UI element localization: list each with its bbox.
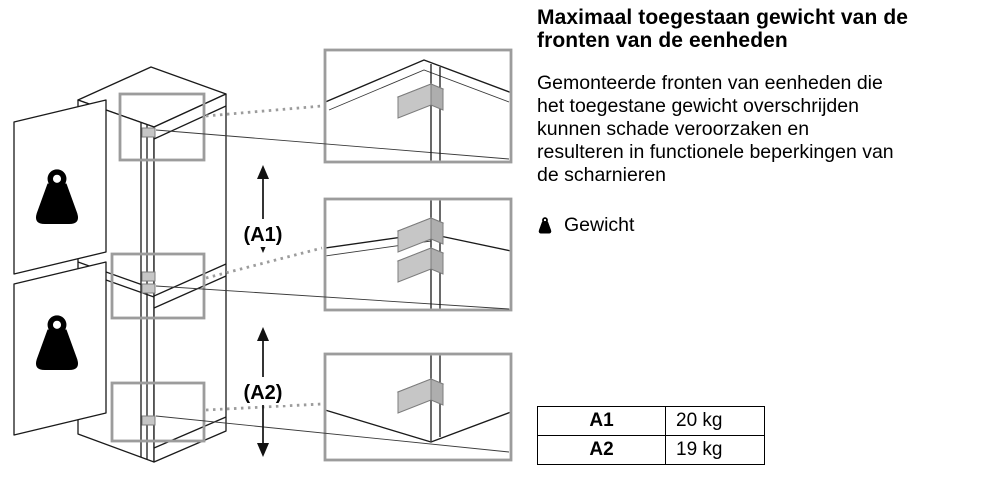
highlight-box-top [118, 92, 206, 162]
weight-limit-table: A1 20 kg A2 19 kg [537, 406, 765, 465]
dimension-a1: (A1) [240, 165, 287, 253]
weight-legend: Gewicht [537, 214, 977, 237]
door-panel-top [13, 99, 107, 275]
dimension-a2-label: (A2) [244, 382, 283, 404]
page-title-line2: fronten van de eenheden [537, 29, 788, 52]
table-row-a1: A1 20 kg [537, 406, 765, 436]
instruction-text-column: Maximaal toegestaan gewicht van de front… [537, 6, 977, 237]
detail-bottom-hinge [326, 355, 510, 443]
weight-legend-label: Gewicht [564, 214, 635, 236]
detail-box-bottom [323, 352, 513, 462]
body-paragraph: Gemonteerde fronten van eenheden die het… [537, 72, 977, 187]
hinge-mark-bottom [141, 415, 156, 426]
body-line: de scharnieren [537, 164, 666, 186]
dimension-a1-label: (A1) [244, 224, 283, 246]
detail-middle-hinge [326, 200, 510, 309]
highlight-box-bottom [110, 381, 206, 443]
detail-top-hinge [326, 59, 510, 161]
page-title-line1: Maximaal toegestaan gewicht van de [537, 6, 909, 29]
door-panel-bottom [13, 261, 107, 436]
highlight-box-middle [110, 252, 206, 320]
page-title: Maximaal toegestaan gewicht van de front… [537, 6, 977, 52]
body-line: kunnen schade veroorzaken en [537, 118, 810, 140]
table-cell-value: 20 kg [665, 406, 765, 436]
leader-lines [155, 129, 510, 453]
hinge-mark-middle-2 [141, 283, 156, 294]
weight-icon [537, 217, 553, 234]
dimension-a2: (A2) [240, 327, 287, 457]
table-cell-value: 19 kg [665, 435, 765, 465]
hinge-mark-middle-1 [141, 271, 156, 282]
callout-connectors [205, 104, 323, 412]
body-line: resulteren in functionele beperkingen va… [537, 141, 894, 163]
body-line: Gemonteerde fronten van eenheden die [537, 72, 883, 94]
table-cell-key: A1 [537, 406, 666, 436]
appliance-diagram: (A1) (A2) [13, 48, 513, 463]
table-cell-key: A2 [537, 435, 666, 465]
hinge-mark-top [141, 127, 156, 138]
body-line: het toegestane gewicht overschrijden [537, 95, 859, 117]
table-row-a2: A2 19 kg [537, 435, 765, 465]
